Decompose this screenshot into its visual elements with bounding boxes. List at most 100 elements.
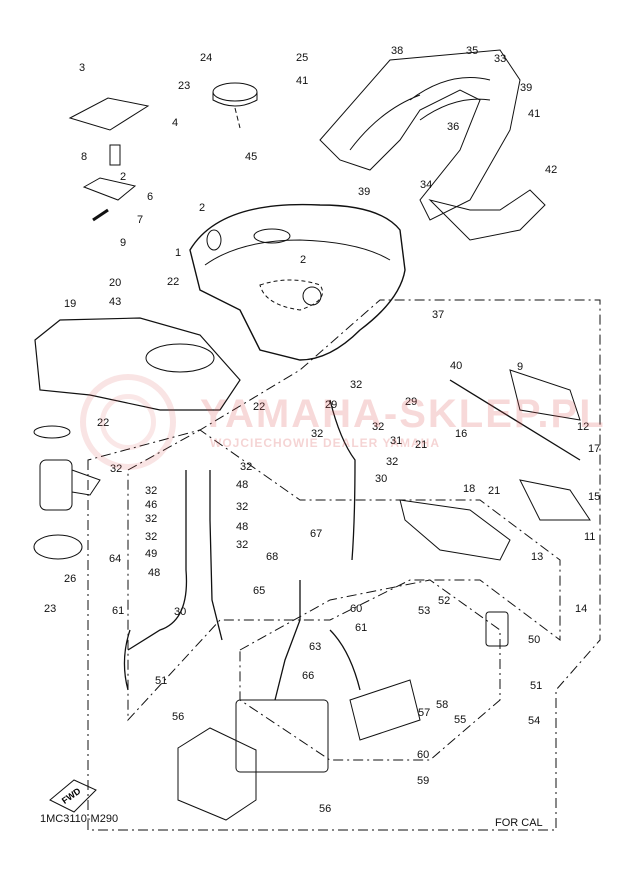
callout: 31: [390, 435, 402, 447]
callout: 32: [145, 485, 157, 497]
callout: 18: [463, 483, 475, 495]
pump-o-ring: [33, 425, 71, 439]
callout: 54: [528, 715, 540, 727]
filler-neck: [253, 228, 291, 244]
callout: 56: [172, 711, 184, 723]
callout: 39: [520, 82, 532, 94]
fuel-cap-leader: [234, 107, 241, 129]
callout: 51: [155, 675, 167, 687]
tank-panel: [259, 279, 323, 311]
collar: [109, 144, 121, 166]
rear-mount-bracket: [399, 499, 511, 561]
callout: 14: [575, 603, 587, 615]
callout: 9: [120, 237, 126, 249]
callout: 32: [236, 539, 248, 551]
diagram-artwork: [33, 49, 601, 831]
callout: 48: [236, 479, 248, 491]
damper-11: [519, 479, 591, 521]
region-note: FOR CAL: [495, 817, 543, 829]
callout: 42: [545, 164, 557, 176]
hose-61: [329, 629, 361, 691]
hose-30-right: [329, 399, 356, 561]
callout: 65: [253, 585, 265, 597]
callout: 29: [325, 399, 337, 411]
callout: 33: [494, 53, 506, 65]
callout: 60: [350, 603, 362, 615]
callout: 41: [296, 75, 308, 87]
callout: 68: [266, 551, 278, 563]
callout: 22: [97, 417, 109, 429]
hose-64: [274, 580, 301, 701]
callout: 50: [528, 634, 540, 646]
callout: 13: [531, 551, 543, 563]
callout: 67: [310, 528, 322, 540]
tank-pad-upper: [68, 97, 150, 131]
callout: 6: [147, 191, 153, 203]
fuel-cap: [212, 82, 258, 102]
canister-bracket: [349, 679, 421, 741]
callout: 3: [79, 62, 85, 74]
callout: 58: [436, 699, 448, 711]
rear-frame: [319, 49, 521, 221]
callout: 40: [450, 360, 462, 372]
callout: 24: [200, 52, 212, 64]
callout: 32: [240, 461, 252, 473]
tank-cap-grommet: [302, 286, 322, 306]
tank-pad-lower: [82, 177, 137, 201]
callout: 32: [110, 463, 122, 475]
callout: 22: [167, 276, 179, 288]
assembly-outline: [87, 299, 601, 831]
callout: 51: [530, 680, 542, 692]
callout: 60: [417, 749, 429, 761]
callout: 66: [302, 670, 314, 682]
callout: 59: [417, 775, 429, 787]
callout: 35: [466, 45, 478, 57]
fuel-tank: [189, 203, 406, 361]
callout: 22: [253, 401, 265, 413]
callout: 32: [236, 501, 248, 513]
callout: 64: [109, 553, 121, 565]
callout: 8: [81, 151, 87, 163]
rear-bracket: [428, 189, 546, 241]
callout: 48: [236, 521, 248, 533]
callout: 19: [64, 298, 76, 310]
callout: 16: [455, 428, 467, 440]
callout: 30: [174, 606, 186, 618]
callout: 37: [432, 309, 444, 321]
rod-16: [449, 379, 581, 461]
callout: 17: [588, 443, 600, 455]
callout: 25: [296, 52, 308, 64]
damper-10: [509, 369, 581, 421]
canister-group-outline: [239, 579, 501, 761]
callout: 20: [109, 277, 121, 289]
callout: 46: [145, 499, 157, 511]
canister-cover: [177, 727, 257, 821]
hose-30-left: [127, 470, 188, 651]
callout: 49: [145, 548, 157, 560]
callout: 30: [375, 473, 387, 485]
callout-labels: 3 4 2 8 6 7 9 2 1 2 24 25 23 45 38 35 33…: [44, 45, 600, 815]
callout: 32: [386, 456, 398, 468]
callout: 53: [418, 605, 430, 617]
callout: 45: [245, 151, 257, 163]
callout: 41: [528, 108, 540, 120]
callout: 21: [488, 485, 500, 497]
callout: 2: [300, 254, 306, 266]
callout: 12: [577, 421, 589, 433]
callout: 61: [112, 605, 124, 617]
callout: 52: [438, 595, 450, 607]
callout: 32: [145, 531, 157, 543]
callout: 7: [137, 214, 143, 226]
callout: 57: [418, 707, 430, 719]
fuel-pump: [39, 459, 73, 511]
callout: 15: [588, 491, 600, 503]
callout: 1: [175, 247, 181, 259]
pump-bracket: [71, 469, 101, 496]
callout: 32: [372, 421, 384, 433]
callout: 48: [148, 567, 160, 579]
fuel-tank-seam: [204, 239, 391, 266]
fuel-filter: [485, 611, 509, 647]
callout: 26: [64, 573, 76, 585]
callout: 32: [145, 513, 157, 525]
fwd-arrow: [49, 779, 97, 813]
